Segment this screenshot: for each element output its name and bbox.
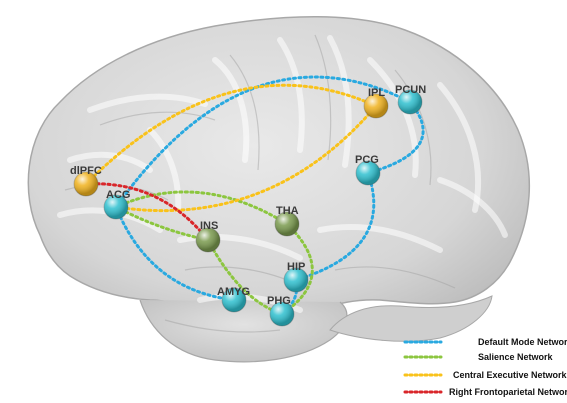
legend-item-central-executive-network: Central Executive Network — [403, 370, 567, 380]
connection-cen-dlpfc-ipl — [84, 83, 378, 186]
connection-cen-acg-ipl — [114, 104, 378, 213]
region-node-phg: PHG — [267, 295, 295, 327]
region-label-phg: PHG — [267, 295, 291, 307]
region-sphere-highlight-hip — [284, 268, 308, 292]
region-label-amyg: AMYG — [217, 286, 250, 298]
region-node-ipl: IPL — [363, 87, 389, 119]
region-label-ins: INS — [200, 220, 218, 232]
region-node-ins: INS — [195, 220, 221, 253]
legend-item-right-frontoparietal-network: Right Frontoparietal Network — [403, 387, 567, 397]
region-sphere-highlight-pcg — [356, 161, 380, 185]
legend-item-default-mode-network: Default Mode Network — [403, 337, 567, 347]
legend-label-sal: Salience Network — [478, 352, 554, 362]
legend-item-salience-network: Salience Network — [403, 352, 554, 362]
region-sphere-highlight-dlpfc — [74, 172, 98, 196]
region-node-amyg: AMYG — [217, 286, 250, 313]
region-sphere-highlight-acg — [104, 195, 128, 219]
legend-label-rfp: Right Frontoparietal Network — [449, 387, 567, 397]
region-label-ipl: IPL — [368, 87, 385, 99]
region-sphere-highlight-tha — [275, 212, 299, 236]
legend: Default Mode Network Salience Network Ce… — [403, 337, 567, 397]
connection-sal-acg-tha — [114, 190, 289, 226]
connection-rfp-dlpfc-ins — [84, 182, 210, 242]
region-sphere-highlight-ipl — [364, 94, 388, 118]
region-label-pcun: PCUN — [395, 84, 426, 96]
connection-sal-tha-phg — [280, 222, 314, 316]
network-connections — [84, 75, 425, 316]
region-label-hip: HIP — [287, 261, 305, 273]
region-sphere-highlight-phg — [270, 302, 294, 326]
legend-label-cen: Central Executive Network — [453, 370, 567, 380]
region-label-acg: ACG — [106, 189, 130, 201]
region-sphere-highlight-amyg — [222, 288, 246, 312]
region-node-tha: THA — [274, 205, 300, 237]
connection-dmn-pcg-hip — [294, 171, 376, 282]
connection-dmn-pcun-pcg — [366, 100, 425, 175]
region-label-pcg: PCG — [355, 154, 379, 166]
region-label-tha: THA — [276, 205, 299, 217]
region-node-pcun: PCUN — [395, 84, 426, 115]
region-sphere-highlight-ins — [196, 228, 220, 252]
connection-dmn-acg-amyg — [114, 205, 236, 302]
region-sphere-highlight-pcun — [398, 90, 422, 114]
region-node-hip: HIP — [283, 261, 309, 293]
brain-regions: dlPFC ACG INS THA IPL PCUN PCG HIP AMYG PHG — [70, 84, 426, 327]
region-node-dlpfc: dlPFC — [70, 165, 102, 197]
legend-label-dmn: Default Mode Network — [478, 337, 567, 347]
region-label-dlpfc: dlPFC — [70, 165, 102, 177]
region-node-acg: ACG — [103, 189, 130, 220]
region-node-pcg: PCG — [355, 154, 381, 186]
